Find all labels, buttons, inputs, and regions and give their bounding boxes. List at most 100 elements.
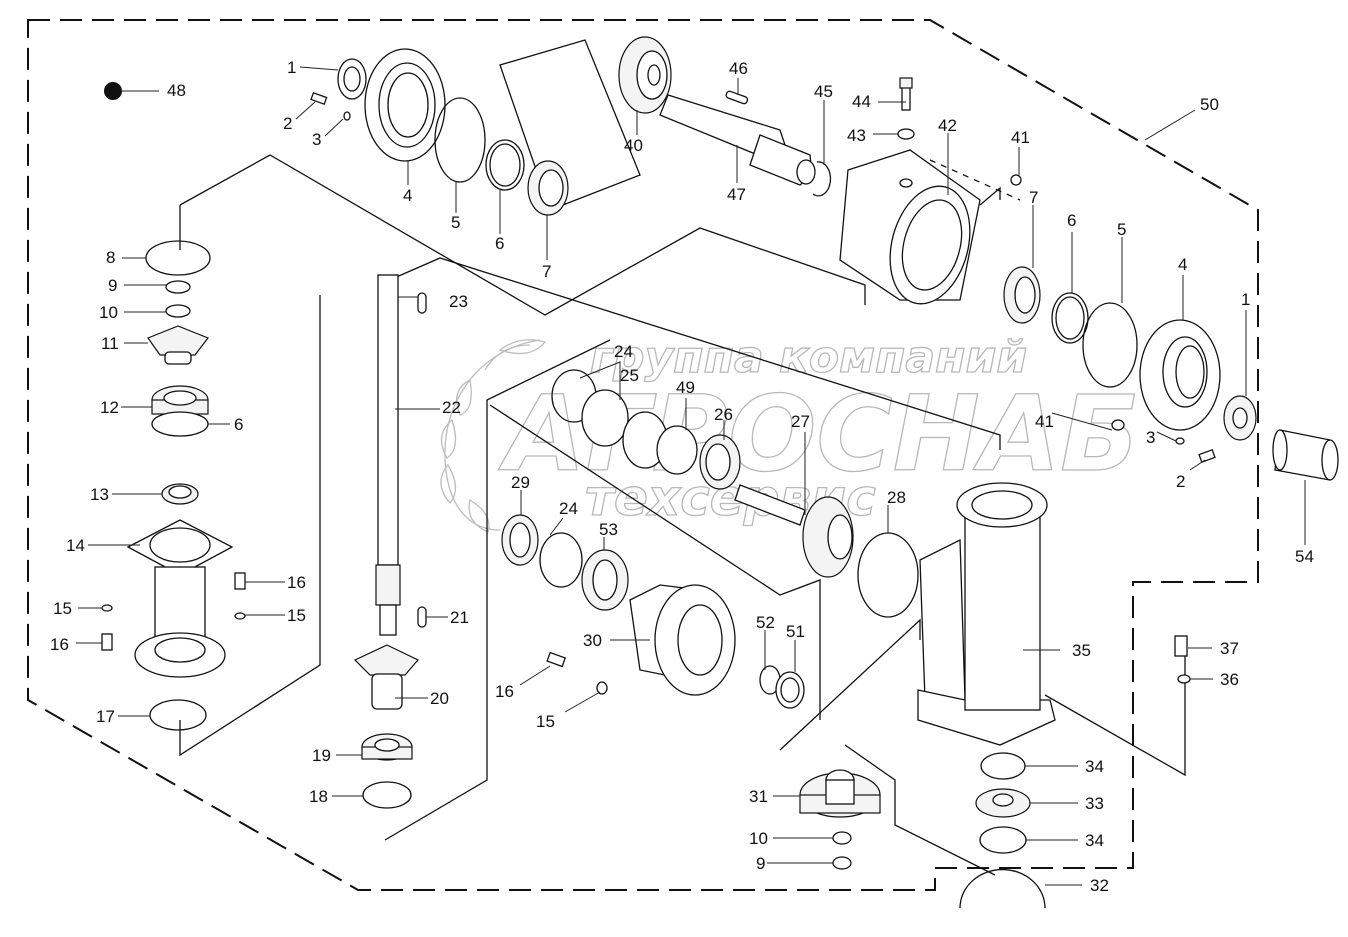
callout: 11 xyxy=(101,334,119,353)
callout: 12 xyxy=(100,398,119,417)
pinion-shaft-27 xyxy=(734,484,854,578)
plug-41-top xyxy=(1010,174,1022,186)
bolt-2-top xyxy=(310,91,328,105)
group-brackets xyxy=(179,39,1186,876)
bolt-37 xyxy=(1174,635,1188,657)
gearbox-body-35 xyxy=(917,482,1056,746)
housing-14 xyxy=(126,519,234,678)
callout: 33 xyxy=(1085,794,1104,813)
washer-3-top xyxy=(343,111,351,121)
callout: 30 xyxy=(583,631,602,650)
circlip-24-lower xyxy=(539,532,583,588)
oring-28 xyxy=(857,532,919,618)
callout: 5 xyxy=(1117,220,1126,239)
callout: 2 xyxy=(283,114,292,133)
seal-29 xyxy=(501,514,539,566)
callout: 32 xyxy=(1090,876,1109,895)
key-23 xyxy=(417,292,427,314)
key-21 xyxy=(417,606,427,628)
shim-6-right xyxy=(1051,292,1089,344)
callout: 47 xyxy=(727,185,746,204)
leader-lines xyxy=(76,66,1306,886)
shim-34-upper xyxy=(980,752,1026,780)
callout: 20 xyxy=(430,689,449,708)
bevel-gear-40 xyxy=(618,36,672,114)
callout: 24 xyxy=(614,342,633,361)
callout: 46 xyxy=(729,59,748,78)
washer-43 xyxy=(897,128,915,140)
bearing-53 xyxy=(581,549,629,611)
callout: 21 xyxy=(450,608,469,627)
callout: 3 xyxy=(312,130,321,149)
callout: 13 xyxy=(90,485,109,504)
callout: 50 xyxy=(1200,95,1219,114)
callout: 2 xyxy=(1176,472,1185,491)
oring-32 xyxy=(959,868,1046,909)
callout: 1 xyxy=(1241,290,1250,309)
callout: 7 xyxy=(1029,188,1038,207)
bolt-16-mid xyxy=(546,651,567,668)
callout: 24 xyxy=(559,499,578,518)
seal-1-right xyxy=(1223,395,1257,441)
callout: 26 xyxy=(714,405,733,424)
oring-8 xyxy=(145,240,211,276)
shim-10-left xyxy=(165,304,191,318)
callout: 41 xyxy=(1035,412,1054,431)
callout: 19 xyxy=(312,746,331,765)
shim-10-bottom xyxy=(832,831,852,845)
callout: 51 xyxy=(786,622,805,641)
assembly-boundary xyxy=(27,19,1259,891)
callout: 1 xyxy=(287,58,296,77)
shim-34-lower xyxy=(979,826,1027,854)
callout: 10 xyxy=(749,829,768,848)
bearing-19 xyxy=(361,733,413,761)
gear-31 xyxy=(799,769,881,818)
callout: 29 xyxy=(511,473,530,492)
callout: 14 xyxy=(66,536,85,555)
cap-54 xyxy=(1272,429,1339,481)
spacer-33 xyxy=(975,788,1031,818)
bolt-16-left-lower xyxy=(101,633,113,651)
callout: 9 xyxy=(756,854,765,873)
grease-dot-48 xyxy=(104,82,122,100)
callout: 36 xyxy=(1220,670,1239,689)
key-46 xyxy=(725,90,749,105)
oring-5-right xyxy=(1082,302,1138,388)
callout: 28 xyxy=(887,488,906,507)
flange-4-right xyxy=(1139,319,1221,431)
callout: 37 xyxy=(1220,639,1239,658)
bolt-16-left-upper xyxy=(234,572,246,590)
housing-42 xyxy=(839,149,981,305)
callout: 15 xyxy=(53,599,72,618)
bolt-2-right xyxy=(1198,449,1216,463)
callout: 41 xyxy=(1011,128,1030,147)
oring-17 xyxy=(149,699,207,731)
oring-5-top xyxy=(434,97,486,183)
bearing-26 xyxy=(699,434,741,490)
breather-44 xyxy=(899,77,913,111)
callout: 40 xyxy=(624,136,643,155)
callout-labels: 1 2 3 4 5 6 7 40 46 47 45 44 43 42 41 50… xyxy=(50,58,1314,895)
callout: 43 xyxy=(847,126,866,145)
callout: 17 xyxy=(96,707,115,726)
circlip-9-bottom xyxy=(832,856,852,870)
bearing-7-right xyxy=(1003,266,1041,324)
bushing-51 xyxy=(775,671,805,709)
callout: 6 xyxy=(1067,211,1076,230)
washer-15-left xyxy=(101,604,113,612)
callout: 4 xyxy=(403,186,412,205)
callout: 9 xyxy=(108,276,117,295)
callout: 34 xyxy=(1085,757,1104,776)
callout: 23 xyxy=(449,292,468,311)
bevel-gear-11 xyxy=(147,325,209,365)
callout: 34 xyxy=(1085,831,1104,850)
bearing-12 xyxy=(151,385,209,415)
callout: 48 xyxy=(167,81,186,100)
circlip-9-left xyxy=(165,280,191,294)
ring-49b xyxy=(656,425,698,475)
bearing-7-top xyxy=(527,160,569,216)
callout: 6 xyxy=(495,234,504,253)
shaft-22 xyxy=(375,274,401,636)
callout: 44 xyxy=(852,92,871,111)
